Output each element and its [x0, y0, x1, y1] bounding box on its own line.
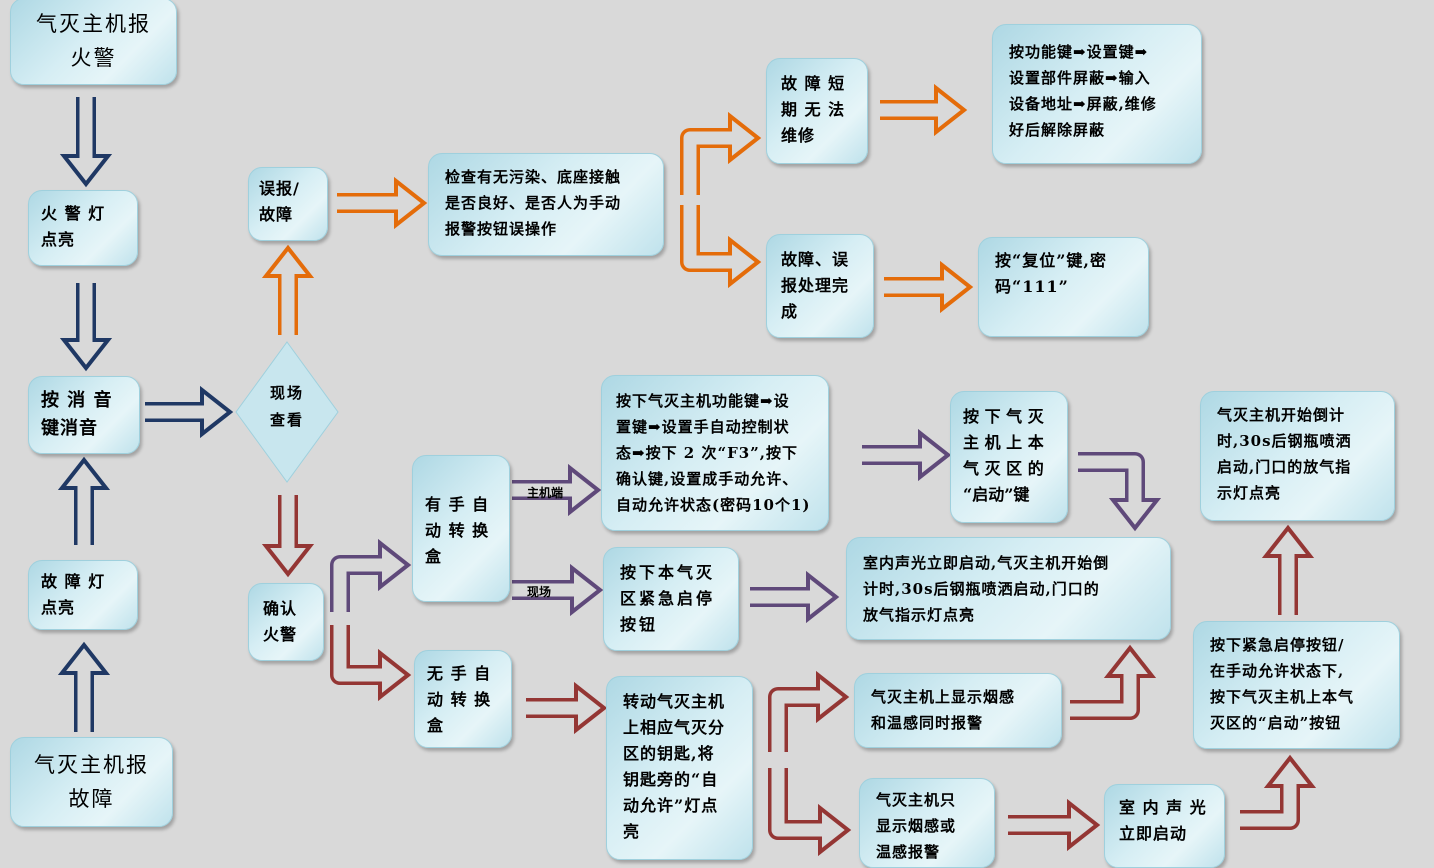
arrow-orange-7 [680, 111, 762, 195]
arrow-red-13 [526, 681, 608, 735]
node-with-box: 有 手 自 动 转 换 盒 [412, 455, 510, 602]
node-check: 检查有无污染、底座接触 是否良好、是否人为手动 报警按钮误操作 [428, 153, 664, 256]
node-fire-alarm: 气灭主机报 火警 [10, 0, 177, 85]
node-both-sensors: 气灭主机上显示烟感 和温感同时报警 [854, 673, 1062, 748]
arrow-orange-8 [680, 205, 762, 289]
node-fire-light: 火 警 灯 点亮 [28, 190, 138, 266]
node-short-fault: 故 障 短 期 无 法 维修 [766, 58, 868, 164]
arrow-purple-25 [1078, 452, 1162, 532]
arrow-red-16 [1070, 644, 1157, 720]
node-reset: 按“复位”键,密 码“111” [978, 237, 1149, 337]
node-host-start: 按 下 气 灭 主 机 上 本 气 灭 区 的 “启动”键 [950, 391, 1068, 523]
node-one-sensor: 气灭主机只 显示烟感或 温感报警 [859, 778, 995, 868]
node-false-alarm: 误报/ 故障 [248, 167, 328, 241]
node-turn-key: 转动气灭主机 上相应气灭分 区的钥匙,将 钥匙旁的“自 动允许”灯点 亮 [606, 676, 753, 860]
arrow-red-17 [1008, 798, 1101, 852]
arrow-navy-1 [59, 283, 113, 372]
node-fault-alarm: 气灭主机报 故障 [10, 737, 173, 827]
arrow-purple-21 [512, 463, 602, 517]
node-host-set: 按下气灭主机功能键➡设 置键➡设置手自动控制状 态➡按下 2 次“F3”,按下 … [601, 375, 829, 531]
arrow-navy-2 [57, 641, 111, 732]
node-onsite-check: 现场 查看 [269, 384, 304, 429]
node-press-emergency: 按下紧急启停按钮/ 在手动允许状态下, 按下气灭主机上本气 灭区的“启动”按钮 [1193, 621, 1400, 749]
arrow-purple-22 [512, 563, 604, 617]
arrow-orange-9 [880, 83, 968, 137]
arrow-red-15 [768, 768, 852, 857]
arrow-navy-4 [145, 385, 234, 439]
node-confirm-fire: 确认 火警 [248, 583, 324, 661]
node-emergency-button: 按下本气灭 区紧急启停 按钮 [603, 547, 739, 651]
label-onsite: 现场 [527, 585, 552, 599]
arrow-red-11 [261, 495, 315, 578]
arrow-navy-0 [59, 97, 113, 188]
arrow-red-18 [1240, 754, 1317, 830]
node-silence: 按 消 音 键消音 [28, 376, 140, 454]
node-sound-light: 室 内 声 光 立即启动 [1104, 784, 1225, 868]
node-sound-light-countdown: 室内声光立即启动,气灭主机开始倒 计时,30s后钢瓶喷洒启动,门口的 放气指示灯… [846, 537, 1171, 640]
arrow-red-19 [1261, 524, 1315, 615]
arrow-purple-23 [862, 428, 952, 482]
decision-diamond [235, 341, 339, 483]
arrow-orange-6 [337, 176, 428, 230]
node-handled: 故障、误 报处理完 成 [766, 234, 874, 338]
arrow-navy-3 [57, 456, 111, 545]
node-fault-light: 故 障 灯 点亮 [28, 560, 138, 630]
node-without-box: 无 手 自 动 转 换 盒 [414, 650, 512, 748]
arrow-purple-24 [750, 570, 840, 624]
arrow-purple-20 [330, 538, 412, 612]
label-host-side: 主机端 [527, 486, 564, 500]
arrow-orange-5 [261, 244, 315, 335]
node-countdown: 气灭主机开始倒计 时,30s后钢瓶喷洒 启动,门口的放气指 示灯点亮 [1200, 391, 1395, 521]
node-shield: 按功能键➡设置键➡ 设置部件屏蔽➡输入 设备地址➡屏蔽,维修 好后解除屏蔽 [992, 24, 1202, 164]
arrow-orange-10 [884, 260, 974, 314]
arrow-red-14 [768, 670, 850, 752]
arrow-red-12 [330, 625, 412, 702]
